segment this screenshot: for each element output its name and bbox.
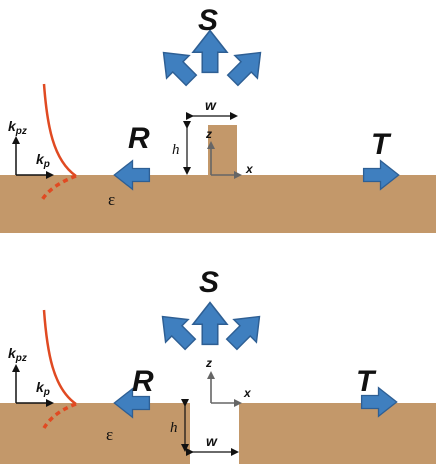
bottom-field-decay-curve (42, 309, 77, 406)
top-ridge (208, 125, 237, 175)
top-field-decay-curve (42, 83, 77, 178)
bottom-substrate-right (239, 403, 436, 464)
top-width-label: w (205, 97, 217, 113)
top-transmitted-arrow (362, 159, 400, 191)
top-kpz-label: kpz (8, 118, 27, 137)
top-transmitted-label: T (371, 128, 392, 161)
bottom-scattered-arrow-left (161, 315, 197, 351)
bottom-permittivity-label: ε (106, 425, 113, 444)
top-permittivity-label: ε (108, 190, 115, 209)
top-height-label: h (172, 142, 180, 158)
top-reflected-arrow (113, 159, 151, 191)
bottom-reflected-label: R (132, 365, 154, 398)
top-z-label: z (205, 127, 212, 141)
top-x-label: x (245, 162, 254, 176)
bottom-field-decay-curve-dotted (42, 402, 77, 429)
bottom-z-label: z (205, 356, 212, 370)
bottom-scattered-arrows (161, 301, 261, 351)
top-reflected-label: R (128, 122, 150, 155)
bottom-transmitted-label: T (356, 365, 377, 398)
bottom-scattered-arrow-up (191, 301, 229, 346)
top-field-decay-curve-dotted (40, 174, 77, 201)
top-scattered-arrow-up (191, 29, 229, 74)
top-scattered-arrow-right (226, 51, 262, 87)
top-scattered-arrows (162, 29, 262, 87)
bottom-scattered-arrow-right (225, 315, 261, 351)
top-scattered-label: S (198, 4, 218, 37)
bottom-height-label: h (170, 420, 178, 436)
bottom-width-label: w (206, 433, 218, 449)
bottom-kp-label: kp (36, 379, 50, 398)
bottom-scattered-label: S (199, 266, 219, 299)
bottom-transmitted-arrow (360, 386, 398, 418)
top-panel: S R T w h z x ε kpz kp (0, 4, 436, 233)
bottom-kpz-label: kpz (8, 345, 27, 364)
bottom-substrate-left (0, 403, 190, 464)
top-kp-label: kp (36, 151, 50, 170)
top-substrate (0, 175, 436, 233)
top-scattered-arrow-left (162, 51, 198, 87)
bottom-x-label: x (243, 386, 252, 400)
bottom-reflected-arrow (113, 387, 151, 419)
bottom-panel: S R T z x h w ε kpz kp (0, 266, 436, 464)
